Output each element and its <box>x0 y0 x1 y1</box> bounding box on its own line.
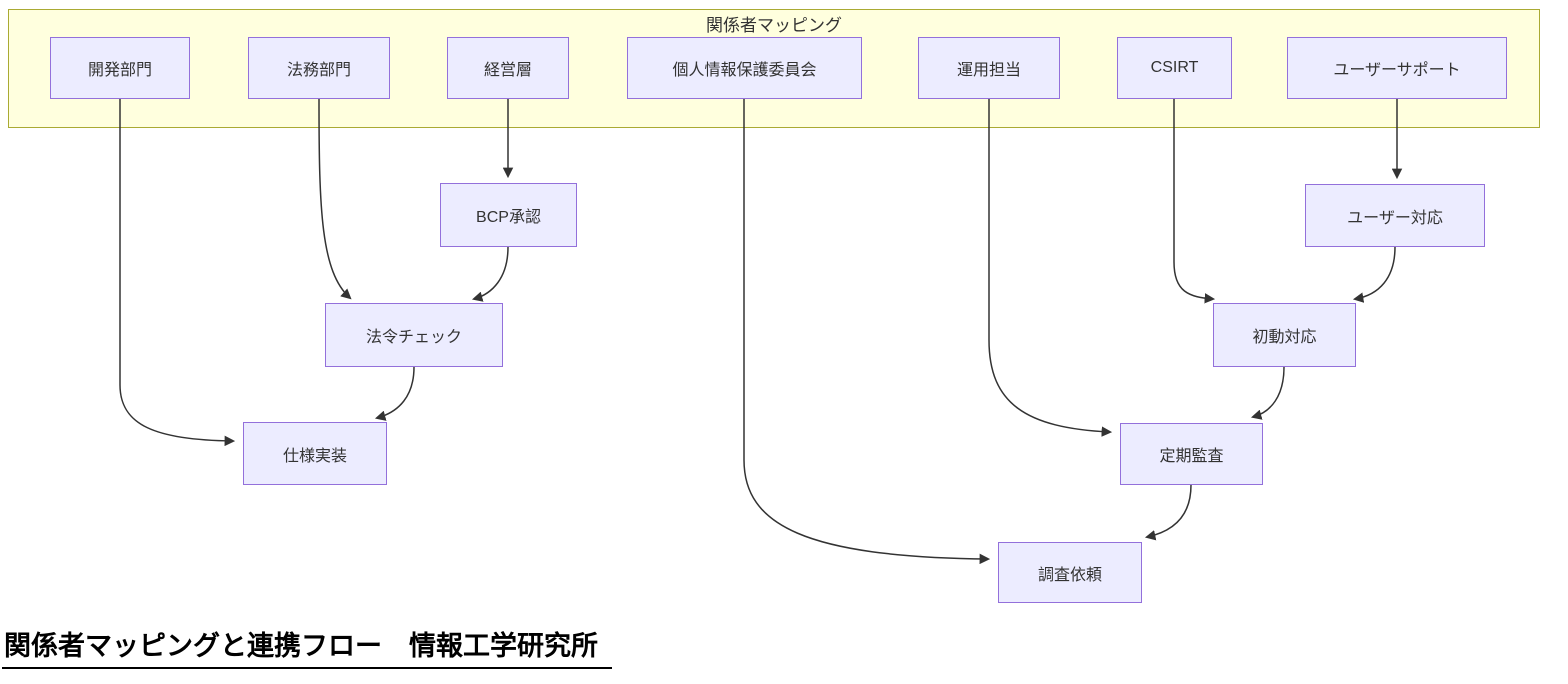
node-bcp-approval: BCP承認 <box>440 183 577 247</box>
node-first-response: 初動対応 <box>1213 303 1356 367</box>
edge-periodic-audit-to-investigation <box>1144 484 1192 541</box>
node-legal: 法務部門 <box>248 37 390 99</box>
edge-privacy-board-to-investigation <box>743 99 991 565</box>
edge-bcp-approval-to-law-check <box>471 246 509 302</box>
edge-legal-to-law-check <box>318 98 352 300</box>
node-dev: 開発部門 <box>50 37 190 99</box>
node-user-response: ユーザー対応 <box>1305 184 1485 247</box>
edge-dev-to-spec-impl <box>119 99 236 447</box>
edge-operations-to-periodic-audit <box>988 99 1113 437</box>
diagram-caption: 関係者マッピングと連携フロー 情報工学研究所 <box>2 630 612 669</box>
node-user-support: ユーザーサポート <box>1287 37 1507 99</box>
edge-csirt-to-first-response <box>1173 99 1216 304</box>
node-law-check: 法令チェック <box>325 303 503 367</box>
edge-user-response-to-first-response <box>1352 246 1396 303</box>
node-periodic-audit: 定期監査 <box>1120 423 1263 485</box>
edge-first-response-to-periodic-audit <box>1250 366 1285 420</box>
node-investigation: 調査依頼 <box>998 542 1142 603</box>
node-operations: 運用担当 <box>918 37 1060 99</box>
node-spec-impl: 仕様実装 <box>243 422 387 485</box>
node-privacy-board: 個人情報保護委員会 <box>627 37 862 99</box>
node-management: 経営層 <box>447 37 569 99</box>
edge-law-check-to-spec-impl <box>374 366 415 421</box>
node-csirt: CSIRT <box>1117 37 1232 99</box>
